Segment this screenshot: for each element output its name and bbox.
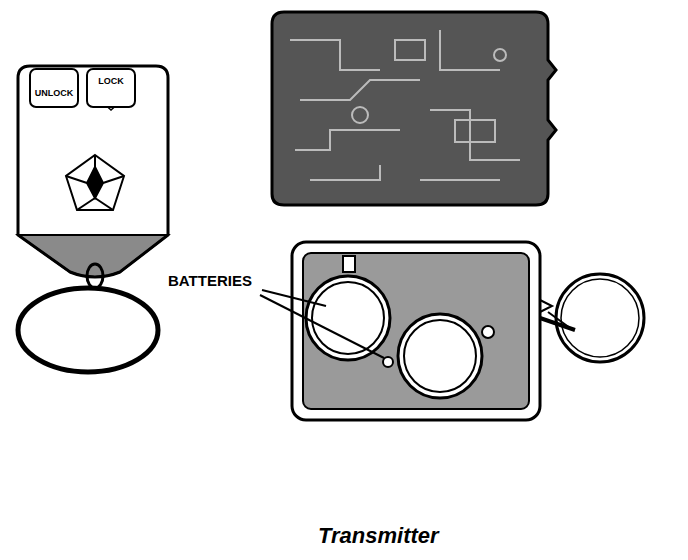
fob-body xyxy=(18,66,168,277)
button-label: UNLOCK xyxy=(31,88,77,99)
figure-caption: Transmitter xyxy=(318,523,439,549)
unlock-button: UNLOCK xyxy=(29,68,79,108)
leader-line xyxy=(260,290,384,358)
button-label: LOCK xyxy=(88,76,134,87)
lock-button: LOCK xyxy=(86,68,136,108)
part-label: BATTERIES xyxy=(168,272,252,289)
pentastar-logo xyxy=(66,155,124,210)
battery xyxy=(306,276,482,398)
circuit-board xyxy=(272,12,556,205)
key-ring xyxy=(18,264,158,372)
key-ring xyxy=(540,274,644,362)
